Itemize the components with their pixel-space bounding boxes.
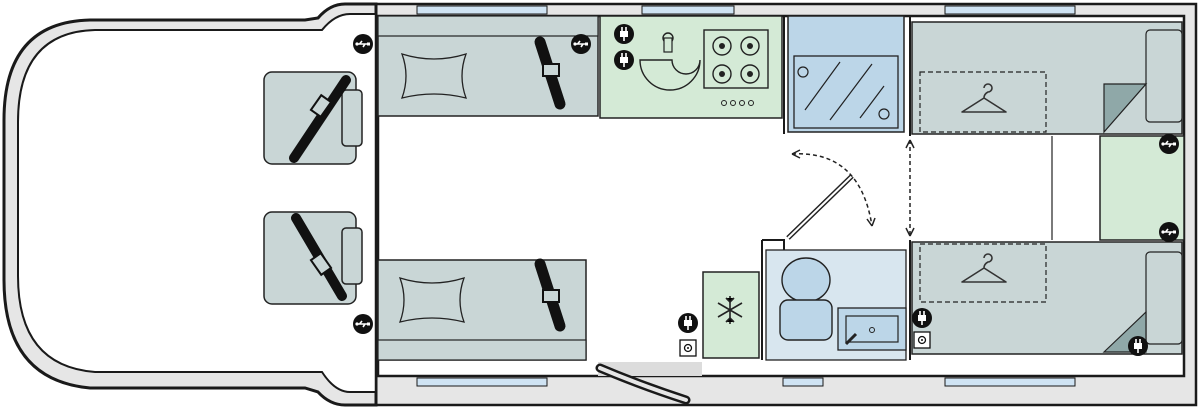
mains-socket-icon	[911, 307, 933, 329]
entry-step	[598, 362, 702, 376]
window-top-2	[641, 5, 735, 15]
mains-socket-icon	[613, 23, 635, 45]
usb-socket-icon	[352, 313, 374, 335]
shower-tray	[787, 15, 905, 133]
hob	[703, 29, 769, 106]
sink	[639, 59, 701, 91]
window-top-3	[944, 5, 1076, 15]
window-bottom-3	[944, 377, 1076, 387]
fridge	[702, 271, 760, 359]
lounge-sofa-top	[377, 15, 599, 117]
cab-seat-passenger	[263, 211, 363, 305]
lounge-sofa-bottom	[377, 258, 587, 361]
rear-bed-top	[911, 21, 1183, 135]
seatbelt-icon	[289, 75, 351, 163]
usb-socket-icon	[1158, 133, 1180, 155]
usb-socket-icon	[1158, 221, 1180, 243]
window-top-1	[416, 5, 548, 15]
mains-socket-icon	[613, 49, 635, 71]
body-outline	[374, 2, 1198, 407]
cab-inner	[17, 13, 377, 393]
rear-bed-bottom	[911, 241, 1183, 355]
washbasin	[837, 307, 907, 351]
usb-socket-icon	[570, 33, 592, 55]
usb-socket-icon	[352, 33, 374, 55]
tv-point-icon	[679, 339, 697, 357]
tv-point-icon	[913, 331, 931, 349]
mains-socket-icon	[677, 312, 699, 334]
mains-socket-icon	[1127, 335, 1149, 357]
door-swing-arc	[791, 153, 873, 227]
snowflake-icon	[717, 296, 743, 324]
window-bottom-1	[416, 377, 548, 387]
window-bottom-2	[782, 377, 824, 387]
cab-seat-driver	[263, 71, 363, 165]
